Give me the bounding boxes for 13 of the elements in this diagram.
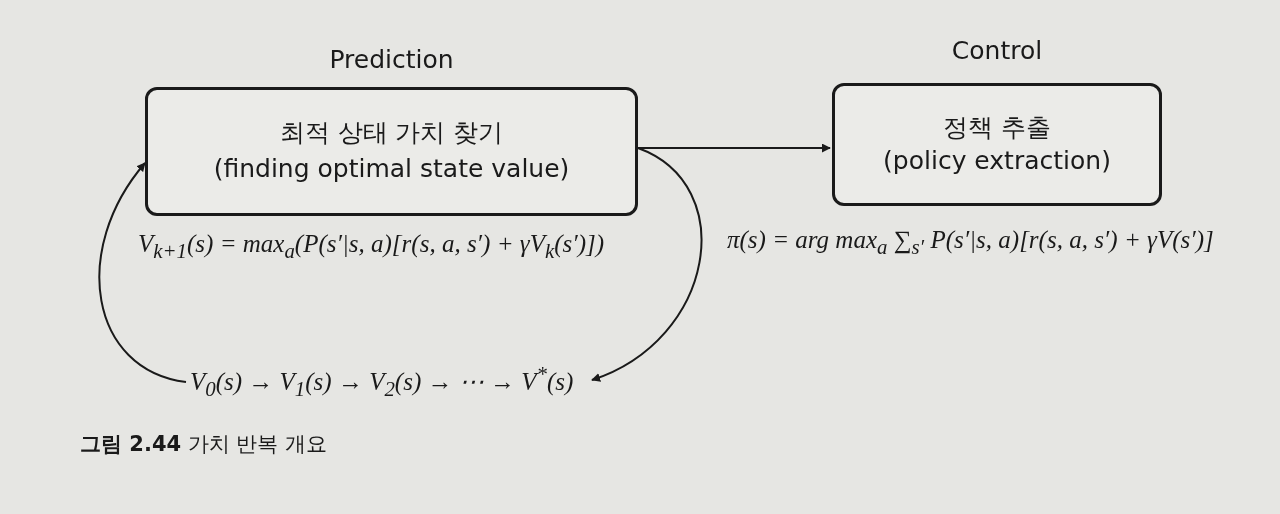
box-label: 최적 상태 가치 찾기 [278,117,505,149]
arrow [637,143,831,153]
arrow [591,147,703,381]
box-heading: Control [950,36,1044,65]
formula: π(s) = arg max$_{a}$ ∑$_{s′}$ P(s′|s, a)[r(s, a, s′) + γV(s′)] [727,226,1214,260]
box-label: (finding optimal state value) [212,154,571,183]
box-label: (policy extraction) [882,146,1112,175]
formula: V$_{k+1}$(s) = max$_{a}$(P(s′|s, a)[r(s, a, s′) + γV$_{k}$(s′)]) [138,230,605,264]
value-sequence: V$_{0}$(s) → V$_{1}$(s) → V$_{2}$(s) → ⋯ → V$^{*}$(s) [190,362,574,403]
figure-caption: 그림 2.44 가치 반복 개요 [80,431,328,458]
box-heading: Prediction [328,45,455,74]
box-label: 정책 추출 [942,112,1052,144]
arrow [98,162,187,383]
